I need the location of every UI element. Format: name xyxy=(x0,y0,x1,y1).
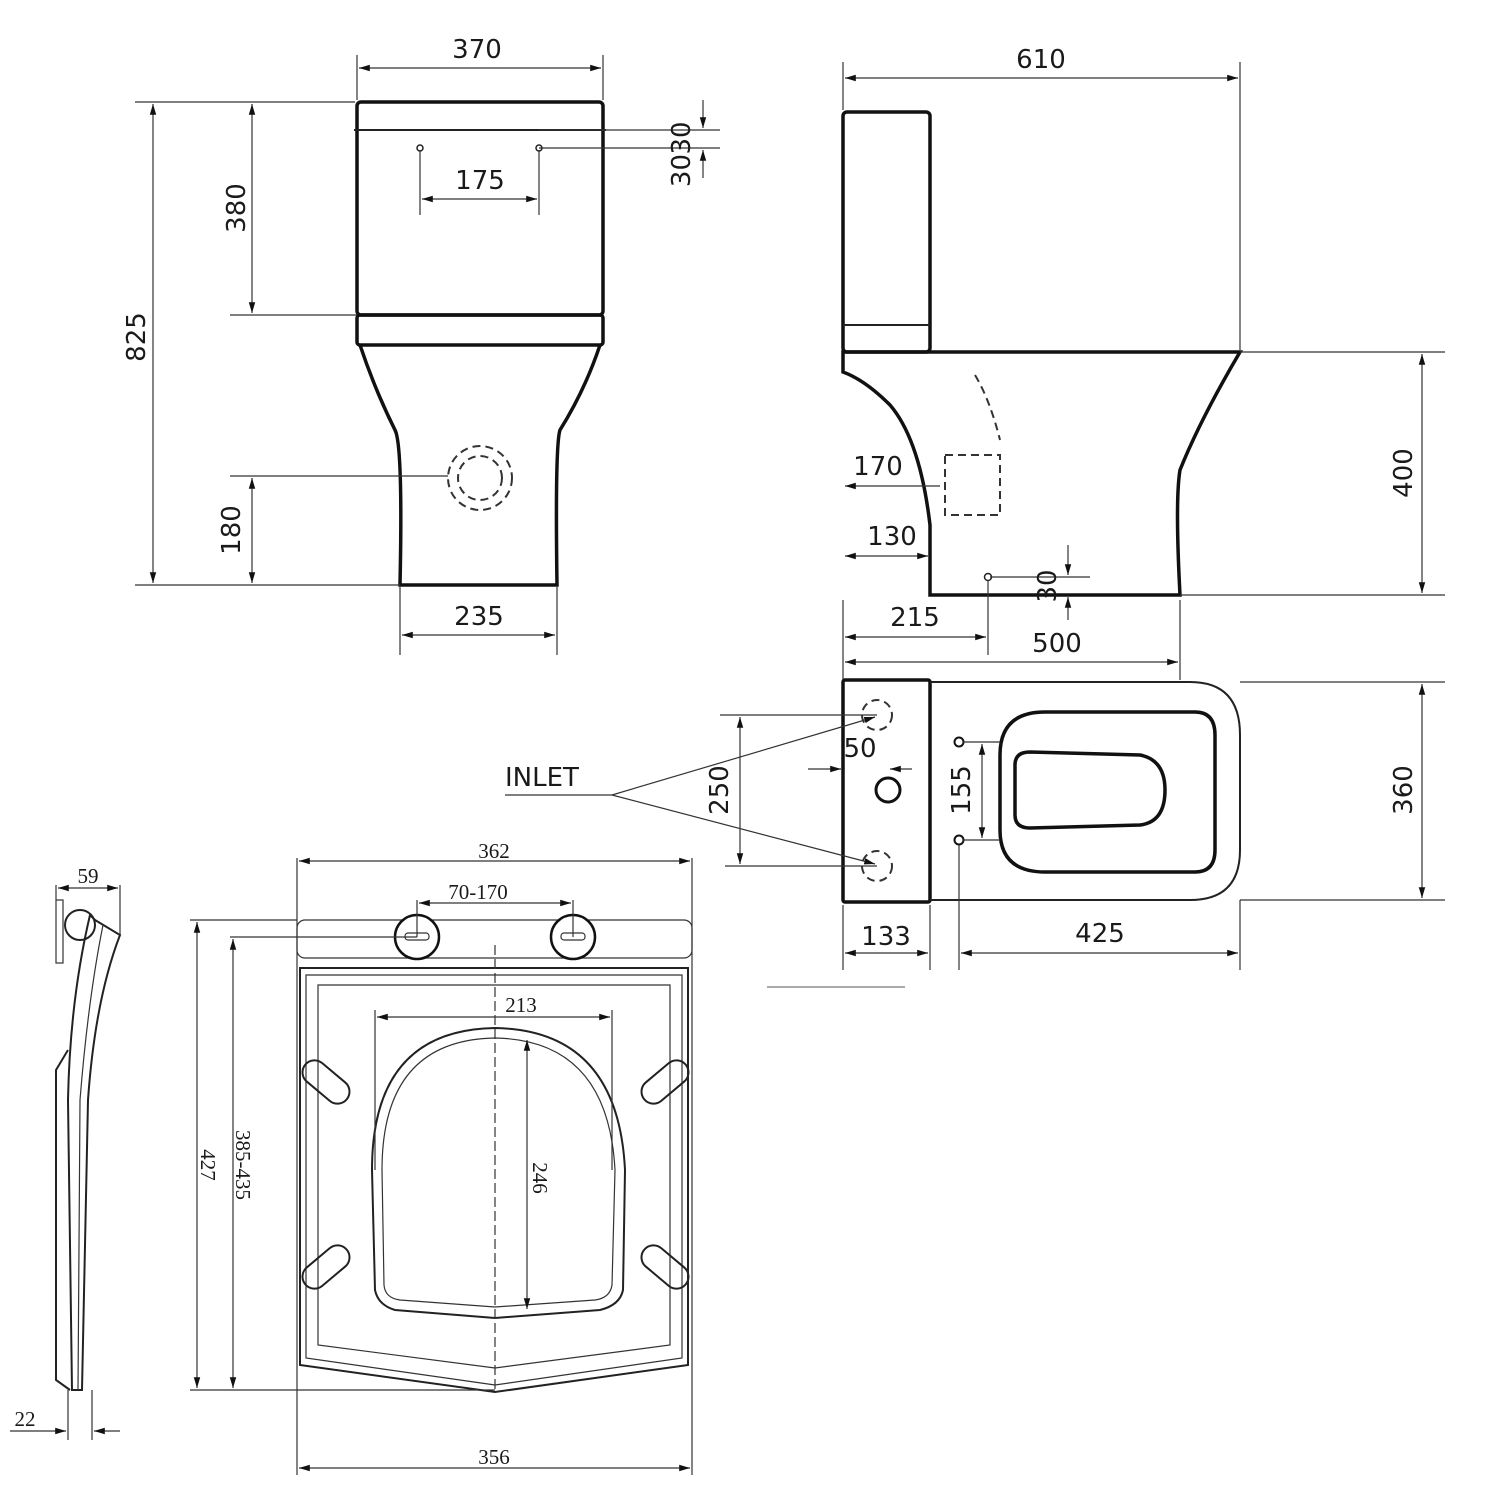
dim-bolt-offset-a: 30 xyxy=(667,121,697,154)
dim-seat-bottom-width: 356 xyxy=(478,1445,510,1469)
dim-fixing-spacing: 155 xyxy=(947,765,977,815)
side-bowl-outline xyxy=(841,350,1244,597)
seat-side-profile: 59 22 xyxy=(10,864,122,1440)
dim-bowl-length: 425 xyxy=(1075,919,1125,949)
plan-view: 250 50 INLET 155 360 133 425 xyxy=(505,678,1445,988)
dim-base-width: 235 xyxy=(454,602,504,632)
dim-total-height: 825 xyxy=(122,312,152,362)
dim-plan-width: 360 xyxy=(1389,765,1419,815)
dim-front-width: 370 xyxy=(452,35,502,65)
dim-tank-depth: 133 xyxy=(861,922,911,952)
dim-opening-width: 213 xyxy=(505,993,537,1017)
dim-outlet-130: 130 xyxy=(867,522,917,552)
dim-floor-offset: 30 xyxy=(1033,569,1063,602)
side-view: 610 400 170 130 215 30 500 xyxy=(841,45,1445,680)
dim-seat-length: 427 xyxy=(196,1149,220,1181)
cistern-base-band xyxy=(355,313,605,347)
dim-bolt-offset-b: 30 xyxy=(667,154,697,187)
dim-bolt-spacing: 175 xyxy=(455,166,505,196)
dim-seat-thickness: 22 xyxy=(15,1407,36,1431)
dim-tank-height: 380 xyxy=(222,183,252,233)
inlet-label: INLET xyxy=(505,763,579,793)
plan-cistern xyxy=(841,678,932,904)
dim-seat-width: 362 xyxy=(478,839,510,863)
seat-plan: 362 70-170 213 246 427 385-435 356 xyxy=(190,839,693,1475)
dim-outlet-170: 170 xyxy=(853,452,903,482)
front-view: 370 825 380 175 30 30 180 235 xyxy=(122,35,720,655)
outlet-circle xyxy=(447,445,513,511)
dim-outlet-height: 180 xyxy=(217,505,247,555)
buffers xyxy=(301,1059,690,1290)
seat-lid-outline xyxy=(299,967,689,1394)
dim-hinge-range: 70-170 xyxy=(448,880,508,904)
dim-outlet-215: 215 xyxy=(890,603,940,633)
dim-depth: 610 xyxy=(1016,45,1066,75)
dim-bowl-height: 400 xyxy=(1389,448,1419,498)
cistern-outline xyxy=(355,100,605,317)
dim-opening-length: 246 xyxy=(528,1162,552,1194)
dim-length-500: 500 xyxy=(1032,629,1082,659)
dim-inlet-spacing: 250 xyxy=(705,765,735,815)
side-cistern xyxy=(841,110,932,354)
seat-opening xyxy=(370,1026,627,1320)
plan-bowl-opening xyxy=(1013,750,1167,830)
dim-inlet-offset: 50 xyxy=(843,734,876,764)
dim-hinge-length-range: 385-435 xyxy=(231,1130,255,1200)
plan-seat-outline xyxy=(998,710,1217,874)
pedestal-outline xyxy=(358,344,602,587)
dim-seat-depth: 59 xyxy=(78,864,99,888)
